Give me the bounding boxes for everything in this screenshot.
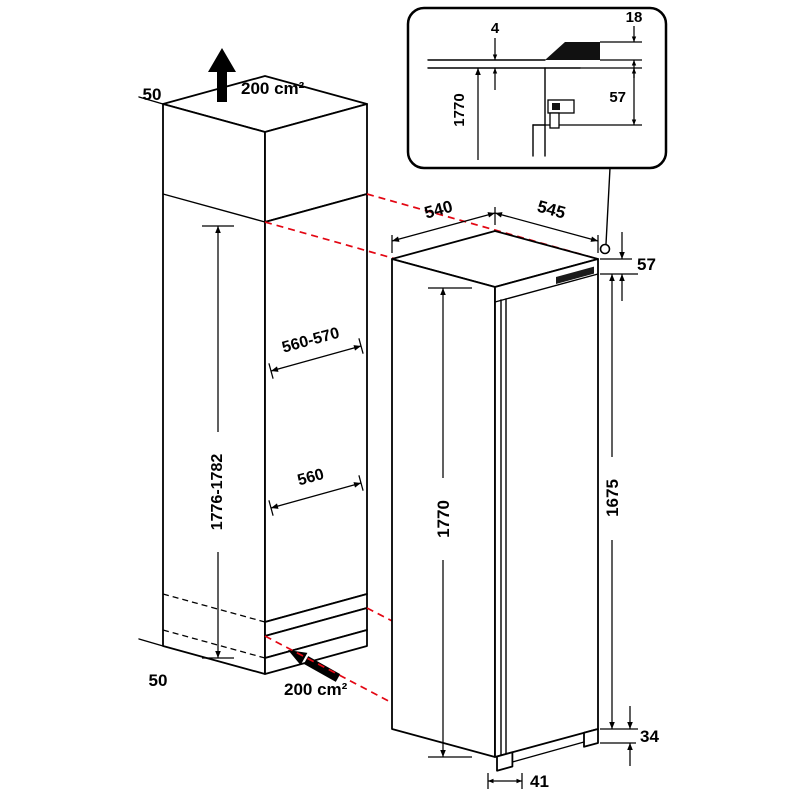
- door-top-line: [494, 273, 599, 303]
- dim-line: [494, 212, 599, 242]
- appliance-dimensions: 540 545 57 1770 1675 34 41: [391, 197, 659, 791]
- bottom-clearance-tick: [138, 638, 164, 647]
- plinth-recess-line: [511, 741, 585, 763]
- niche-bottom-rail: [264, 629, 368, 675]
- niche-bottom-vent-label: 200 cm²: [284, 680, 348, 699]
- hinge-pin: [552, 103, 560, 110]
- appliance-foot-label: 41: [530, 772, 549, 791]
- airflow-up-arrow-head: [208, 48, 236, 72]
- airflow-up-arrow-shaft: [217, 72, 227, 102]
- niche-height-label: 1776-1782: [209, 454, 226, 531]
- niche-bottom-clearance-label: 50: [149, 671, 168, 690]
- niche-left-face: [162, 103, 266, 675]
- appliance-drawing: [391, 230, 599, 772]
- inset-dim-57-label: 57: [609, 89, 626, 106]
- appliance-plinth-label: 34: [640, 727, 659, 746]
- niche-depth-label: 560: [296, 466, 326, 489]
- dim-line: [270, 482, 362, 509]
- niche-top-clearance-label: 50: [143, 85, 162, 104]
- control-panel: [556, 266, 594, 284]
- inset-dim-1770-label: 1770: [451, 93, 468, 126]
- dim-line: [270, 345, 362, 372]
- front-foot: [496, 751, 514, 772]
- hinge-bracket: [547, 99, 575, 114]
- appliance-height-label: 1770: [434, 500, 453, 538]
- niche-back-wall: [264, 193, 368, 623]
- niche-dimensions: 1776-1782 560-570 560 50 200 cm² 50 200 …: [143, 79, 364, 699]
- hinge-arm: [549, 112, 560, 129]
- inset-leader-line: [605, 167, 611, 245]
- ext-line: [358, 338, 364, 354]
- dim-line: [391, 212, 496, 242]
- ext-line: [268, 363, 274, 379]
- hidden-floor-line: [162, 593, 266, 623]
- niche-drawing: [138, 48, 368, 682]
- appliance-door-face: [494, 258, 599, 758]
- appliance-depth-label: 540: [422, 197, 454, 223]
- niche-ceiling-line: [162, 193, 266, 223]
- detail-inset: 4 18 57 1770: [406, 6, 668, 255]
- appliance-width-label: 545: [535, 197, 567, 223]
- alignment-line-top-front: [264, 221, 496, 288]
- top-clearance-tick: [138, 96, 164, 105]
- alignment-line-top-back: [366, 193, 599, 260]
- right-foot: [583, 728, 599, 748]
- inset-dim-4-label: 4: [491, 20, 500, 37]
- inset-frame: [406, 6, 668, 170]
- cabinet-top-panel: [545, 42, 600, 60]
- ext-line: [358, 475, 364, 491]
- appliance-top-offset-label: 57: [637, 255, 656, 274]
- airflow-bottom-arrow-head: [288, 650, 308, 666]
- inset-callout-marker: [599, 243, 611, 255]
- airflow-bottom-arrow-shaft: [303, 656, 341, 682]
- inset-dim-18-label: 18: [626, 9, 643, 26]
- hidden-base-line: [162, 629, 266, 659]
- appliance-door-height-label: 1675: [603, 479, 622, 517]
- niche-top-vent-label: 200 cm²: [241, 79, 305, 98]
- ext-line: [268, 500, 274, 516]
